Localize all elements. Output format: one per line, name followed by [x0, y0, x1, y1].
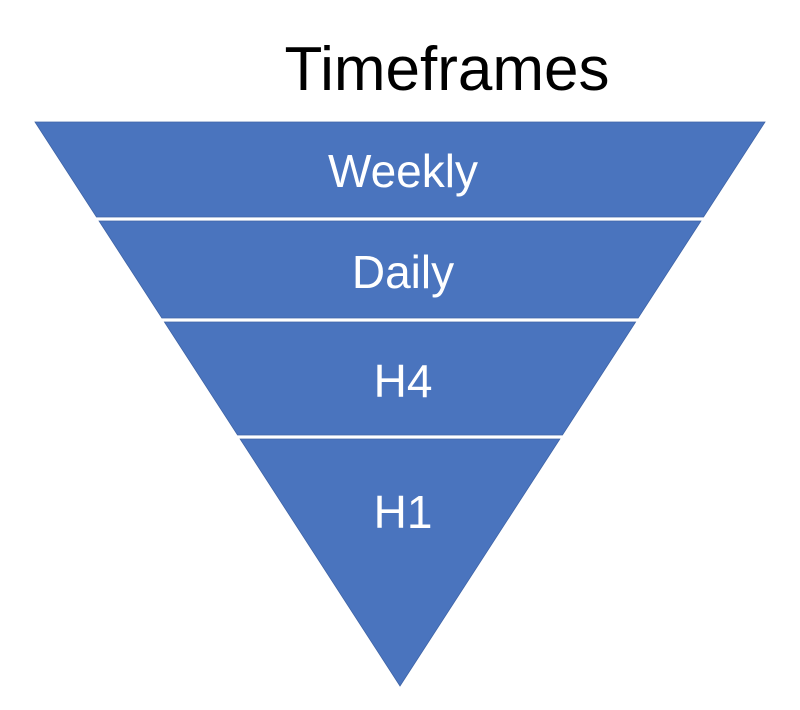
funnel-band-h1: [239, 438, 561, 687]
level-label-h4: H4: [374, 355, 433, 407]
level-label-daily: Daily: [352, 246, 454, 298]
level-label-h1: H1: [374, 486, 433, 538]
level-label-weekly: Weekly: [328, 145, 478, 197]
funnel-band-daily: [98, 220, 702, 319]
funnel-band-h4: [163, 321, 637, 436]
diagram-title: Timeframes: [285, 35, 610, 104]
funnel-band-weekly: [34, 121, 766, 218]
